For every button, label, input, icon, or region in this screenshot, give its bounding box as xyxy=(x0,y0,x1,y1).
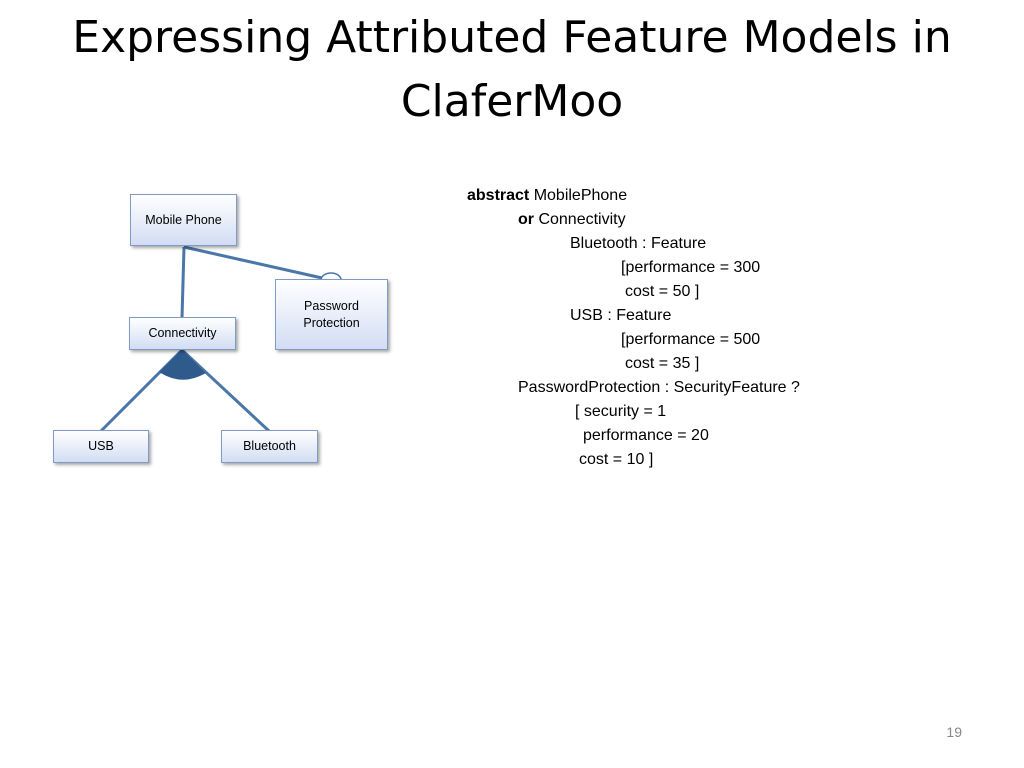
edge-mobile-phone-password-protection xyxy=(183,245,332,282)
code-line: or Connectivity xyxy=(518,208,800,232)
feature-connectivity: Connectivity xyxy=(129,317,236,350)
or-group-arc xyxy=(159,349,206,380)
edge-connectivity-bluetooth xyxy=(180,348,271,433)
title-line-1: Expressing Attributed Feature Models in xyxy=(72,12,952,63)
code-line: abstract MobilePhone xyxy=(467,184,749,208)
slide-title: Expressing Attributed Feature Models in … xyxy=(0,6,1024,134)
code-text: MobilePhone xyxy=(529,187,628,204)
code-line: [ security = 1 xyxy=(575,403,667,420)
edge-mobile-phone-connectivity xyxy=(180,246,186,319)
code-line: cost = 35 ] xyxy=(625,355,700,372)
keyword-abstract: abstract xyxy=(467,187,530,204)
code-line: [performance = 500 xyxy=(621,331,761,348)
title-line-2: ClaferMoo xyxy=(400,76,624,127)
code-line: [performance = 300 xyxy=(621,259,761,276)
feature-bluetooth-label: Bluetooth xyxy=(243,439,296,453)
code-line: performance = 20 xyxy=(583,427,709,444)
code-line: PasswordProtection : SecurityFeature ? xyxy=(518,379,800,396)
feature-password-protection: Password Protection xyxy=(275,279,388,350)
code-line: USB : Feature xyxy=(570,307,672,324)
feature-usb: USB xyxy=(53,430,149,463)
code-text: Connectivity xyxy=(534,211,626,228)
code-line: cost = 10 ] xyxy=(579,451,654,468)
feature-usb-label: USB xyxy=(88,439,114,453)
keyword-or: or xyxy=(518,211,534,228)
feature-password-protection-label-1: Password xyxy=(304,298,359,313)
feature-bluetooth: Bluetooth xyxy=(221,430,318,463)
code-line: cost = 50 ] xyxy=(625,283,700,300)
feature-password-protection-label-2: Protection xyxy=(303,315,360,330)
feature-mobile-phone-label: Mobile Phone xyxy=(145,212,222,227)
clafer-code-block: abstract MobilePhone or Connectivity Blu… xyxy=(467,184,800,472)
page-number: 19 xyxy=(946,724,962,740)
code-line: Bluetooth : Feature xyxy=(570,235,707,252)
feature-connectivity-label: Connectivity xyxy=(148,326,217,340)
feature-mobile-phone: Mobile Phone xyxy=(130,194,237,246)
